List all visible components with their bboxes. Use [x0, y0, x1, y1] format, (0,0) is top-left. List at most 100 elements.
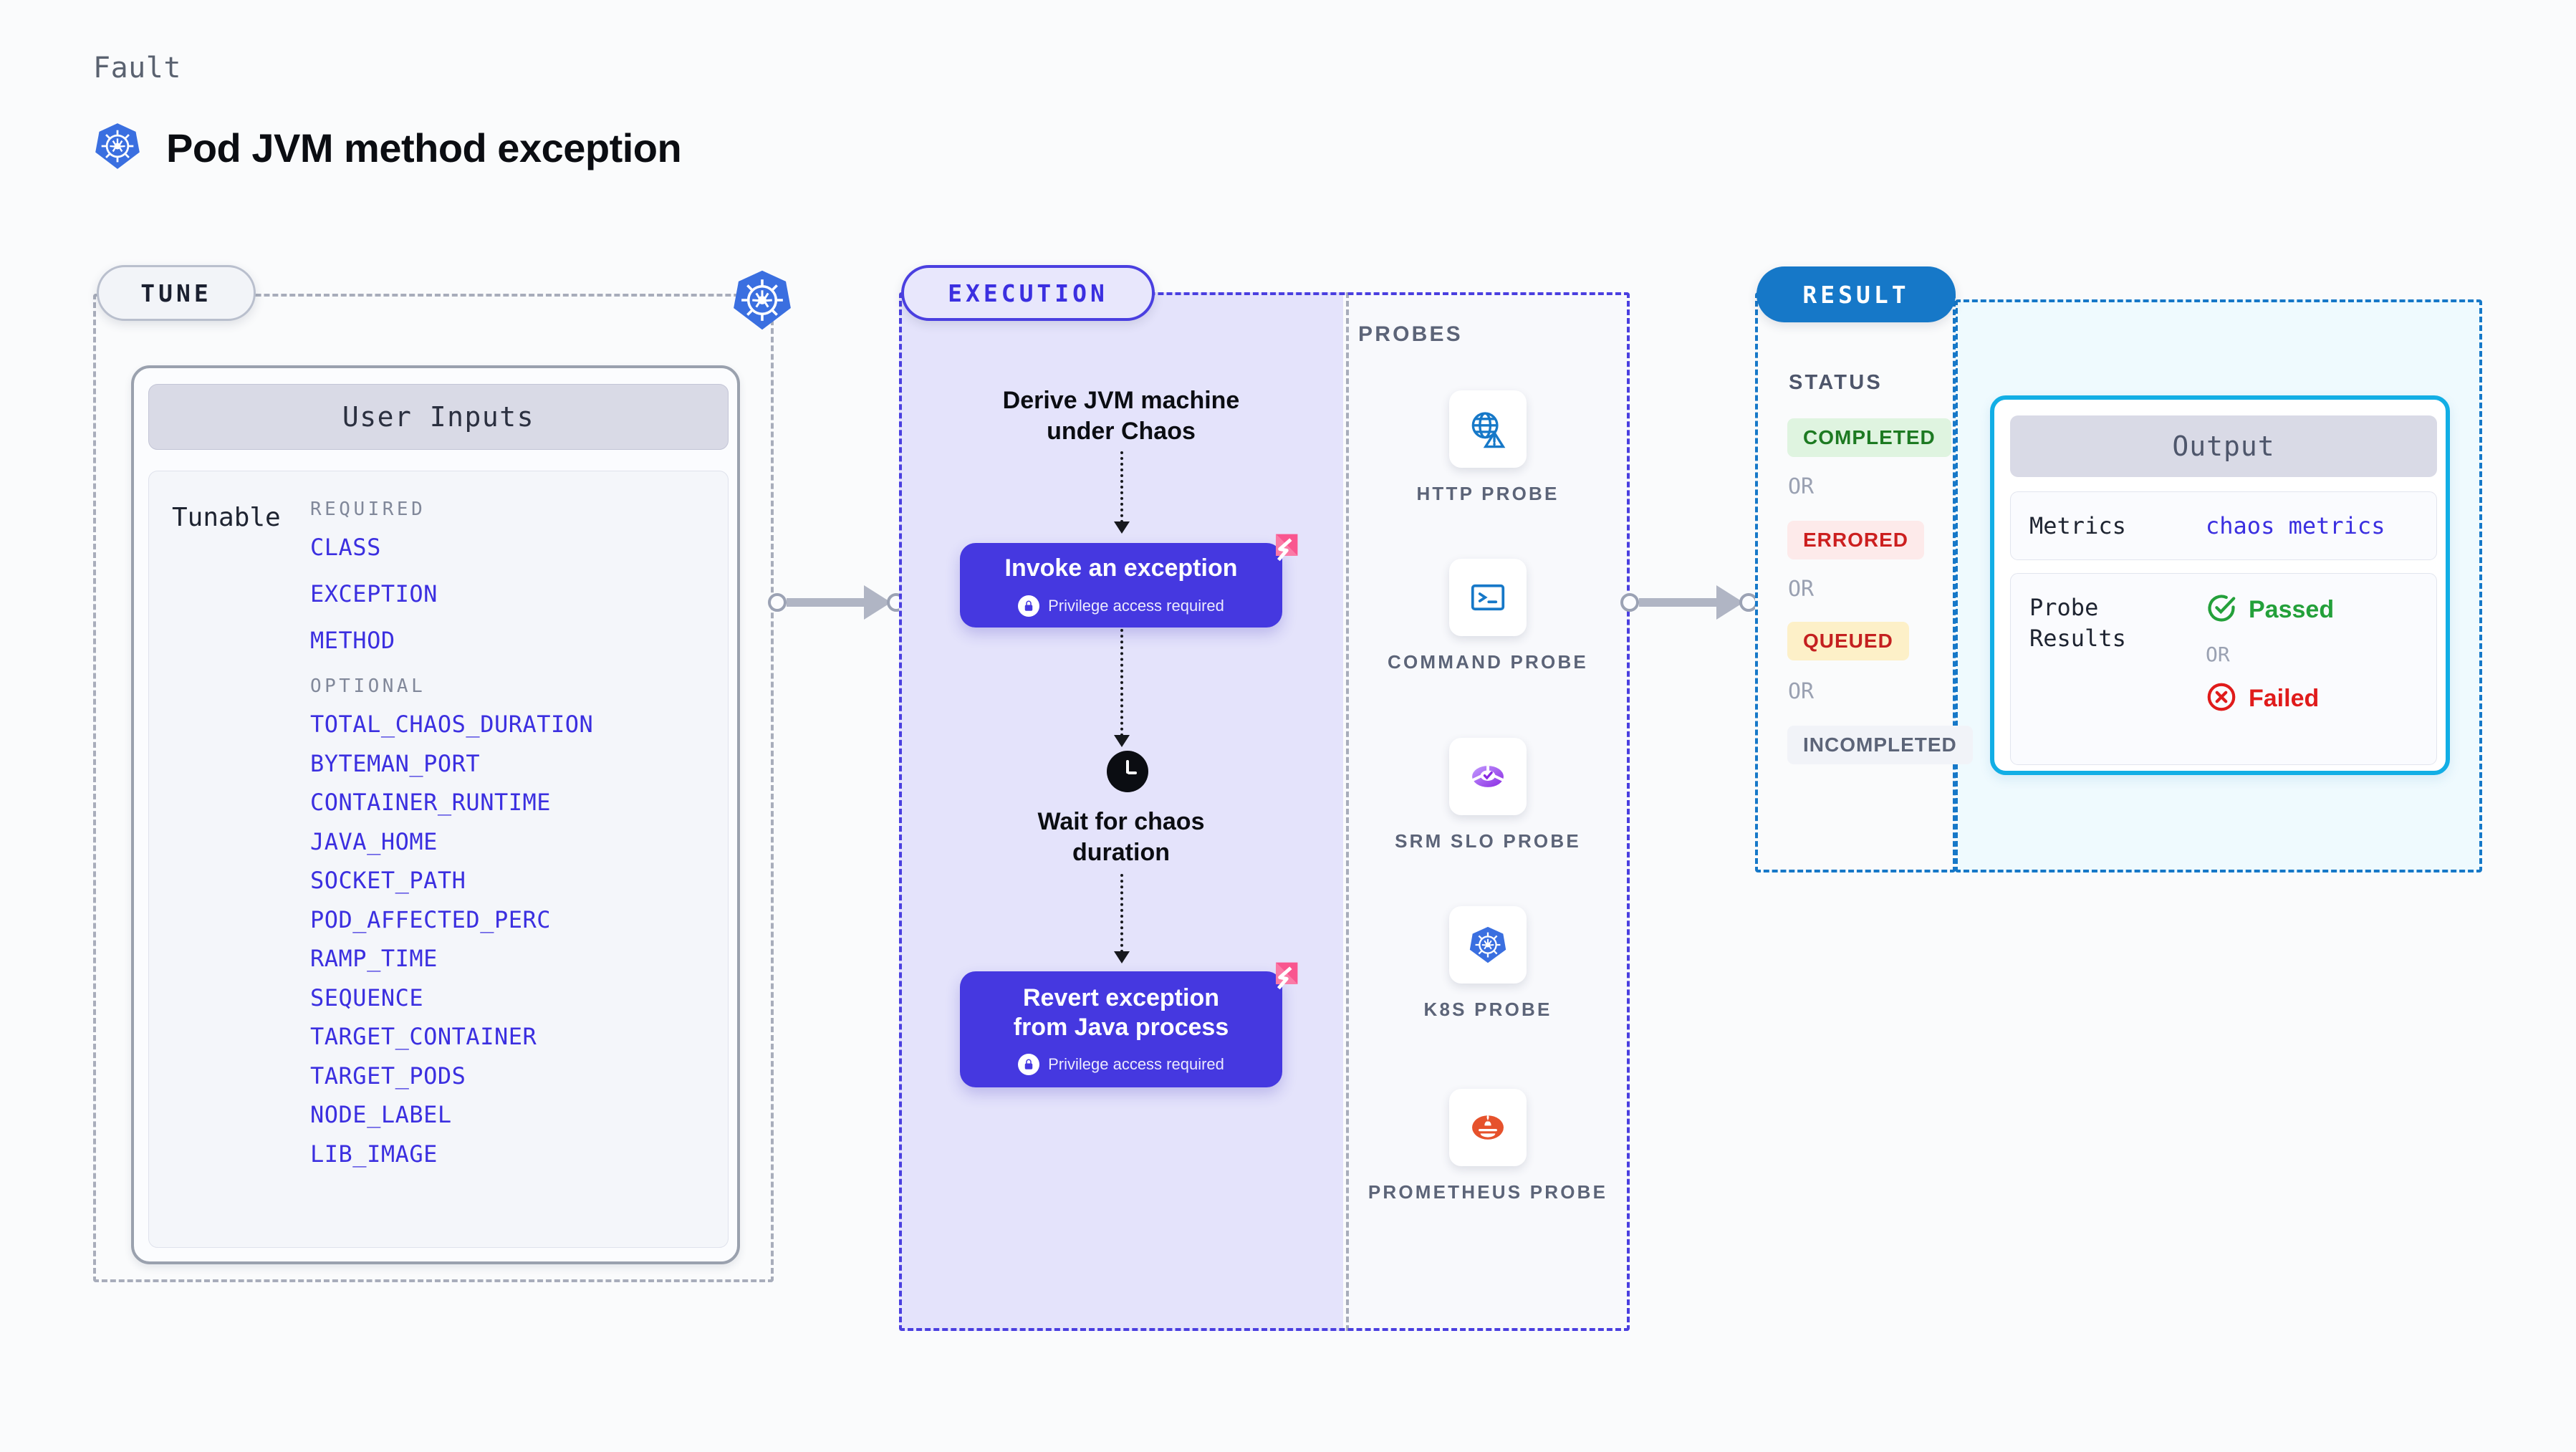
- parameter-item[interactable]: LIB_IMAGE: [310, 1140, 438, 1168]
- connector-bar: [787, 598, 865, 607]
- tune-pill[interactable]: TUNE: [97, 265, 256, 321]
- status-badge: QUEUED: [1787, 622, 1909, 660]
- or-separator: OR: [1788, 679, 1815, 704]
- parameter-item[interactable]: NODE_LABEL: [310, 1101, 452, 1128]
- probe-results-key: Probe Results: [2029, 594, 2126, 653]
- parameter-item[interactable]: JAVA_HOME: [310, 827, 438, 855]
- connector-execution-to-result: [1620, 585, 1758, 620]
- probe-item-command[interactable]: COMMAND PROBE: [1358, 559, 1618, 675]
- status-badge: ERRORED: [1787, 521, 1925, 559]
- clock-icon: [1107, 751, 1148, 792]
- parameter-item[interactable]: BYTEMAN_PORT: [310, 749, 481, 777]
- output-probe-results-row: Probe Results Passed OR: [2010, 573, 2437, 765]
- lock-icon: [1018, 1054, 1040, 1076]
- probe-result-failed: Failed: [2206, 681, 2319, 716]
- user-inputs-title: User Inputs: [148, 384, 729, 450]
- flow-action-invoke-exception[interactable]: Invoke an exception Privilege access req…: [960, 543, 1282, 628]
- fault-badge-icon: [1249, 529, 1303, 583]
- output-card: Output Metrics chaos metrics Probe Resul…: [1990, 395, 2450, 775]
- parameter-item[interactable]: METHOD: [310, 627, 395, 654]
- fault-kicker: Fault: [93, 52, 181, 85]
- parameter-item[interactable]: SEQUENCE: [310, 984, 424, 1011]
- page-title-row: Pod JVM method exception: [93, 122, 682, 174]
- flow-action-revert-exception[interactable]: Revert exception from Java process Privi…: [960, 971, 1282, 1087]
- result-pill[interactable]: RESULT: [1756, 266, 1956, 322]
- flow-arrowhead: [1114, 951, 1130, 963]
- connector-arrowhead: [864, 585, 891, 620]
- or-separator: OR: [1788, 577, 1815, 602]
- parameter-item[interactable]: POD_AFFECTED_PERC: [310, 905, 552, 933]
- probe-item-http[interactable]: HTTP PROBE: [1358, 390, 1618, 506]
- connector-arrowhead: [1716, 585, 1744, 620]
- probe-result-passed: Passed: [2206, 592, 2334, 628]
- failed-label: Failed: [2249, 685, 2320, 712]
- parameter-item[interactable]: CONTAINER_RUNTIME: [310, 789, 552, 816]
- status-badge: COMPLETED: [1787, 418, 1951, 457]
- privilege-note-text: Privilege access required: [1048, 596, 1224, 615]
- output-metrics-row: Metrics chaos metrics: [2010, 491, 2437, 560]
- parameter-item[interactable]: TOTAL_CHAOS_DURATION: [310, 711, 594, 738]
- probe-label: COMMAND PROBE: [1388, 651, 1588, 673]
- connector-bar: [1639, 598, 1718, 607]
- privilege-note: Privilege access required: [1018, 595, 1224, 617]
- parameter-item[interactable]: EXCEPTION: [310, 580, 438, 607]
- user-inputs-card: User Inputs Tunable REQUIRED CLASS EXCEP…: [131, 365, 740, 1264]
- parameter-item[interactable]: SOCKET_PATH: [310, 867, 466, 894]
- globe-warning-icon: [1449, 390, 1527, 468]
- passed-label: Passed: [2249, 596, 2335, 623]
- prometheus-icon: [1449, 1089, 1527, 1166]
- metrics-key: Metrics: [2029, 512, 2126, 539]
- metrics-value-link[interactable]: chaos metrics: [2206, 512, 2385, 539]
- probe-item-prometheus[interactable]: PROMETHEUS PROBE: [1358, 1089, 1618, 1205]
- or-separator: OR: [1788, 474, 1815, 499]
- probe-label: K8S PROBE: [1423, 999, 1552, 1020]
- probe-label: PROMETHEUS PROBE: [1368, 1181, 1608, 1203]
- probe-label: SRM SLO PROBE: [1395, 830, 1581, 852]
- probe-item-k8s[interactable]: K8S PROBE: [1358, 906, 1618, 1022]
- probe-label: HTTP PROBE: [1416, 483, 1559, 504]
- tune-region: [93, 294, 774, 1282]
- action-title: Revert exception from Java process: [1013, 984, 1229, 1041]
- connector-dot: [768, 593, 787, 612]
- flow-step-text: Wait for chaos duration: [1037, 808, 1205, 866]
- execution-flow: Derive JVM machine under Chaos Invoke an…: [899, 292, 1343, 1331]
- page-title: Pod JVM method exception: [166, 125, 682, 170]
- status-badge: INCOMPLETED: [1787, 726, 1973, 764]
- slo-gauge-icon: [1449, 738, 1527, 815]
- optional-parameter-list: TOTAL_CHAOS_DURATION BYTEMAN_PORT CONTAI…: [310, 713, 711, 1165]
- result-region: [1755, 292, 1956, 872]
- flow-arrowhead: [1114, 735, 1130, 747]
- privilege-note-text: Privilege access required: [1048, 1055, 1224, 1074]
- action-title: Invoke an exception: [1004, 554, 1238, 582]
- terminal-icon: [1449, 559, 1527, 636]
- kubernetes-icon: [1449, 906, 1527, 984]
- execution-pill[interactable]: EXECUTION: [901, 265, 1155, 321]
- probe-item-srm-slo[interactable]: SRM SLO PROBE: [1358, 738, 1618, 854]
- flow-connector: [1120, 451, 1123, 523]
- optional-group-label: OPTIONAL: [310, 675, 426, 697]
- parameter-column: REQUIRED CLASS EXCEPTION METHOD OPTIONAL…: [310, 499, 711, 1181]
- kubernetes-icon: [731, 269, 794, 332]
- connector-dot: [1620, 593, 1639, 612]
- probes-section-label: PROBES: [1358, 322, 1463, 346]
- parameter-item[interactable]: TARGET_CONTAINER: [310, 1023, 537, 1050]
- kubernetes-icon: [93, 122, 142, 174]
- execution-region: [899, 292, 1630, 1331]
- fault-badge-icon: [1249, 957, 1303, 1011]
- lock-icon: [1018, 595, 1040, 617]
- required-parameter-list: CLASS EXCEPTION METHOD: [310, 536, 711, 652]
- parameter-item[interactable]: CLASS: [310, 534, 381, 561]
- user-inputs-body: Tunable REQUIRED CLASS EXCEPTION METHOD …: [148, 471, 729, 1248]
- or-separator: OR: [2206, 643, 2230, 666]
- flow-arrowhead: [1114, 521, 1130, 534]
- parameter-item[interactable]: RAMP_TIME: [310, 945, 438, 972]
- tunable-label: Tunable: [172, 503, 281, 532]
- connector-tune-to-execution: [768, 585, 905, 620]
- flow-connector: [1120, 629, 1123, 736]
- status-section-label: STATUS: [1789, 371, 1883, 394]
- flow-connector: [1120, 874, 1123, 953]
- check-circle-icon: [2206, 592, 2237, 628]
- output-card-title: Output: [2010, 415, 2437, 477]
- parameter-item[interactable]: TARGET_PODS: [310, 1062, 466, 1090]
